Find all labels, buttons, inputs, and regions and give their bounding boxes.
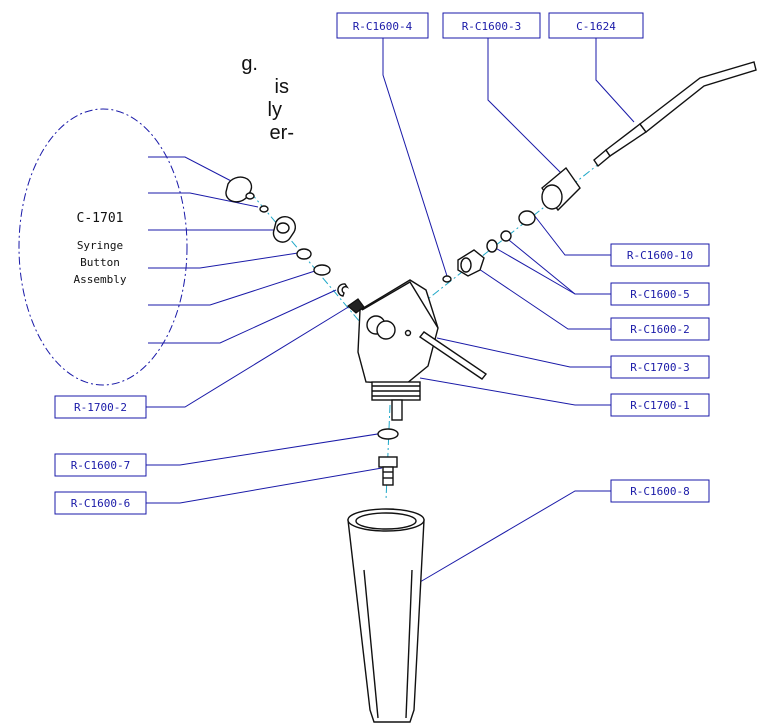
- pin: [418, 331, 488, 380]
- assembly-id: C-1701: [77, 211, 124, 226]
- callout-leader-lines: [146, 38, 635, 583]
- corner-text-line-4: er-: [270, 122, 294, 144]
- callout-r-c1600-4: R-C1600-4: [336, 12, 429, 39]
- callout-r-c1700-1: R-C1700-1: [610, 393, 710, 417]
- svg-text:R-C1600-3: R-C1600-3: [462, 20, 522, 33]
- corner-text-line-1: g.: [241, 53, 258, 75]
- fitting-washer: [377, 428, 399, 440]
- callout-r-c1600-3: R-C1600-3: [442, 12, 541, 39]
- svg-text:C-1624: C-1624: [576, 20, 616, 33]
- svg-text:R-C1600-8: R-C1600-8: [630, 485, 690, 498]
- assembly-bubble: [18, 108, 188, 386]
- tip-washer-1: [486, 239, 498, 253]
- small-washer: [259, 205, 269, 213]
- tip-adapter: [457, 249, 485, 277]
- o-ring-upper: [296, 248, 312, 260]
- svg-text:R-C1600-10: R-C1600-10: [627, 249, 693, 262]
- callout-r-c1600-10: R-C1600-10: [610, 243, 710, 267]
- tip-o-ring-small: [442, 275, 452, 283]
- svg-text:R-C1700-3: R-C1700-3: [630, 361, 690, 374]
- svg-text:R-C1700-1: R-C1700-1: [630, 399, 690, 412]
- tip-washer-2: [500, 230, 512, 242]
- svg-text:R-C1600-4: R-C1600-4: [353, 20, 413, 33]
- callout-r-c1600-6: R-C1600-6: [54, 491, 147, 515]
- tip-washer-3: [518, 210, 536, 226]
- hose-fitting: [378, 456, 398, 486]
- syringe-head: [357, 279, 439, 385]
- callout-r-c1600-2: R-C1600-2: [610, 317, 710, 341]
- callout-r-1700-2: R-1700-2: [54, 395, 147, 419]
- button-stem: [272, 216, 296, 243]
- o-ring-lower: [313, 264, 331, 276]
- callout-r-c1600-8: R-C1600-8: [610, 479, 710, 503]
- syringe-tip: [593, 61, 757, 168]
- assembly-name-line-3: Assembly: [74, 273, 127, 286]
- corner-text-line-2: is: [275, 76, 289, 98]
- c-clip: [337, 283, 350, 297]
- corner-text-line-3: ly: [268, 99, 282, 121]
- assembly-name-line-1: Syringe: [77, 239, 123, 252]
- svg-text:R-1700-2: R-1700-2: [74, 401, 127, 414]
- callout-c-1624: C-1624: [548, 12, 644, 39]
- svg-text:R-C1600-5: R-C1600-5: [630, 288, 690, 301]
- callout-r-c1600-5: R-C1600-5: [610, 282, 710, 306]
- svg-text:R-C1600-2: R-C1600-2: [630, 323, 690, 336]
- callout-r-c1700-3: R-C1700-3: [610, 355, 710, 379]
- threaded-base: [371, 381, 421, 421]
- callout-r-c1600-7: R-C1600-7: [54, 453, 147, 477]
- syringe-button-cap: [225, 176, 255, 203]
- svg-text:R-C1600-6: R-C1600-6: [71, 497, 131, 510]
- tip-nut: [541, 166, 581, 212]
- syringe-handle: [347, 508, 425, 723]
- svg-text:R-C1600-7: R-C1600-7: [71, 459, 131, 472]
- assembly-name-line-2: Button: [80, 256, 120, 269]
